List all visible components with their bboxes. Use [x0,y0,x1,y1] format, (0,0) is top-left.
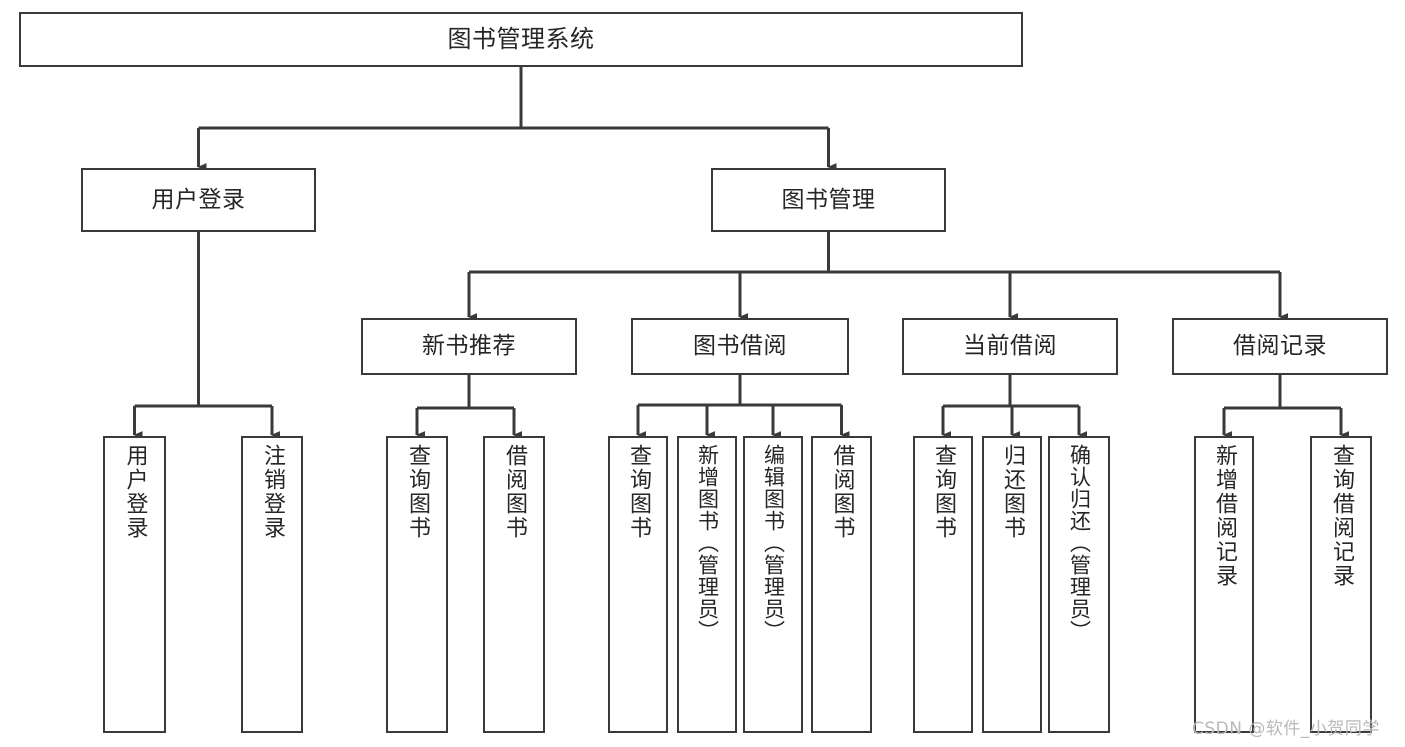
node-new-book-rec[interactable]: 新书推荐 [361,318,577,375]
node-current-borrow[interactable]: 当前借阅 [902,318,1118,375]
node-label-leaf-add-book: 新增图书（管理员） [695,444,720,642]
watermark-text: CSDN @软件_小贺同学 [1192,719,1380,739]
node-label-root: 图书管理系统 [447,24,595,53]
node-label-leaf-query-book-borrow: 查询图书 [626,444,651,540]
node-label-leaf-user-login: 用户登录 [122,444,148,540]
node-leaf-borrow-book-rec[interactable]: 借阅图书 [483,436,545,733]
node-book-borrow[interactable]: 图书借阅 [631,318,849,375]
node-label-user-login: 用户登录 [151,186,246,213]
node-label-leaf-confirm-return: 确认归还（管理员） [1067,444,1092,642]
node-label-leaf-return-book: 归还图书 [1000,444,1025,540]
node-label-leaf-edit-book: 编辑图书（管理员） [761,444,786,642]
node-label-leaf-query-record: 查询借阅记录 [1329,444,1354,588]
node-label-new-book-rec: 新书推荐 [422,333,516,360]
node-leaf-borrow-book[interactable]: 借阅图书 [811,436,872,733]
node-label-leaf-logout: 注销登录 [260,444,285,540]
node-label-book-manage: 图书管理 [781,186,876,213]
node-leaf-query-record[interactable]: 查询借阅记录 [1310,436,1372,733]
node-leaf-add-book[interactable]: 新增图书（管理员） [677,436,737,733]
node-label-leaf-query-book-rec: 查询图书 [405,444,430,540]
node-leaf-query-book-cur[interactable]: 查询图书 [913,436,973,733]
node-label-leaf-borrow-book: 借阅图书 [829,444,855,540]
node-leaf-logout[interactable]: 注销登录 [241,436,303,733]
node-label-leaf-add-record: 新增借阅记录 [1212,444,1237,588]
node-book-manage[interactable]: 图书管理 [711,168,946,232]
node-leaf-user-login[interactable]: 用户登录 [103,436,166,733]
node-user-login[interactable]: 用户登录 [81,168,316,232]
node-label-leaf-query-book-cur: 查询图书 [931,444,956,540]
node-label-current-borrow: 当前借阅 [963,333,1057,360]
node-leaf-query-book-rec[interactable]: 查询图书 [386,436,448,733]
node-leaf-return-book[interactable]: 归还图书 [982,436,1042,733]
node-leaf-edit-book[interactable]: 编辑图书（管理员） [743,436,803,733]
node-leaf-add-record[interactable]: 新增借阅记录 [1194,436,1254,733]
node-leaf-confirm-return[interactable]: 确认归还（管理员） [1048,436,1110,733]
node-label-borrow-record: 借阅记录 [1233,333,1327,360]
node-root[interactable]: 图书管理系统 [19,12,1023,67]
node-label-leaf-borrow-book-rec: 借阅图书 [502,444,527,540]
connector-lines [133,67,1349,439]
node-leaf-query-book-borrow[interactable]: 查询图书 [608,436,668,733]
node-borrow-record[interactable]: 借阅记录 [1172,318,1388,375]
node-label-book-borrow: 图书借阅 [693,333,787,360]
